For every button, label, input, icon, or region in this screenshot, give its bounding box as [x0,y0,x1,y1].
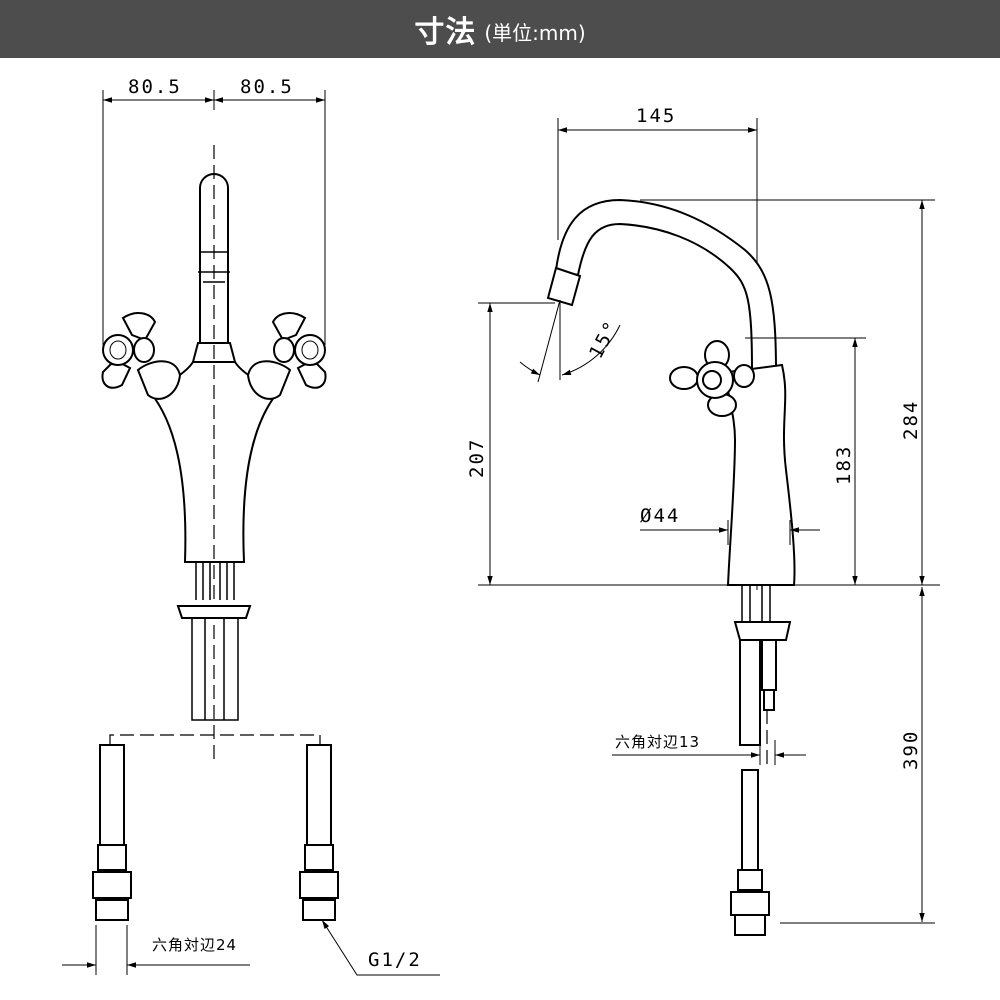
left-hose [92,744,132,921]
dim-total-height-label: 284 [900,400,922,440]
dim-right-label: 80.5 [240,76,294,98]
dim-reach-label: 145 [636,105,676,127]
angle-label: 15° [585,316,623,362]
left-handle [101,312,182,400]
side-body [726,363,796,586]
side-view: 145 207 15° 183 284 [466,105,940,936]
dim-left-label: 80.5 [128,76,182,98]
dim-below-deck-label: 390 [900,730,922,770]
header-bar: 寸法 (単位:mm) [0,0,1000,58]
hex-13-label: 六角対辺13 [615,733,700,751]
front-view: 80.5 80.5 [62,76,440,976]
spout [199,173,229,346]
dim-spout-height-label: 207 [466,438,488,478]
unit-note: (単位:mm) [484,20,586,45]
page-title: 寸法 [414,15,477,50]
dim-handle-height-label: 183 [833,445,855,485]
hex-24-label: 六角対辺24 [152,936,237,954]
thread-label: G1/2 [368,949,422,971]
right-hose [299,744,339,921]
side-handle [669,340,755,417]
dim-diameter-label: Ø44 [640,505,680,527]
right-handle [246,312,327,400]
